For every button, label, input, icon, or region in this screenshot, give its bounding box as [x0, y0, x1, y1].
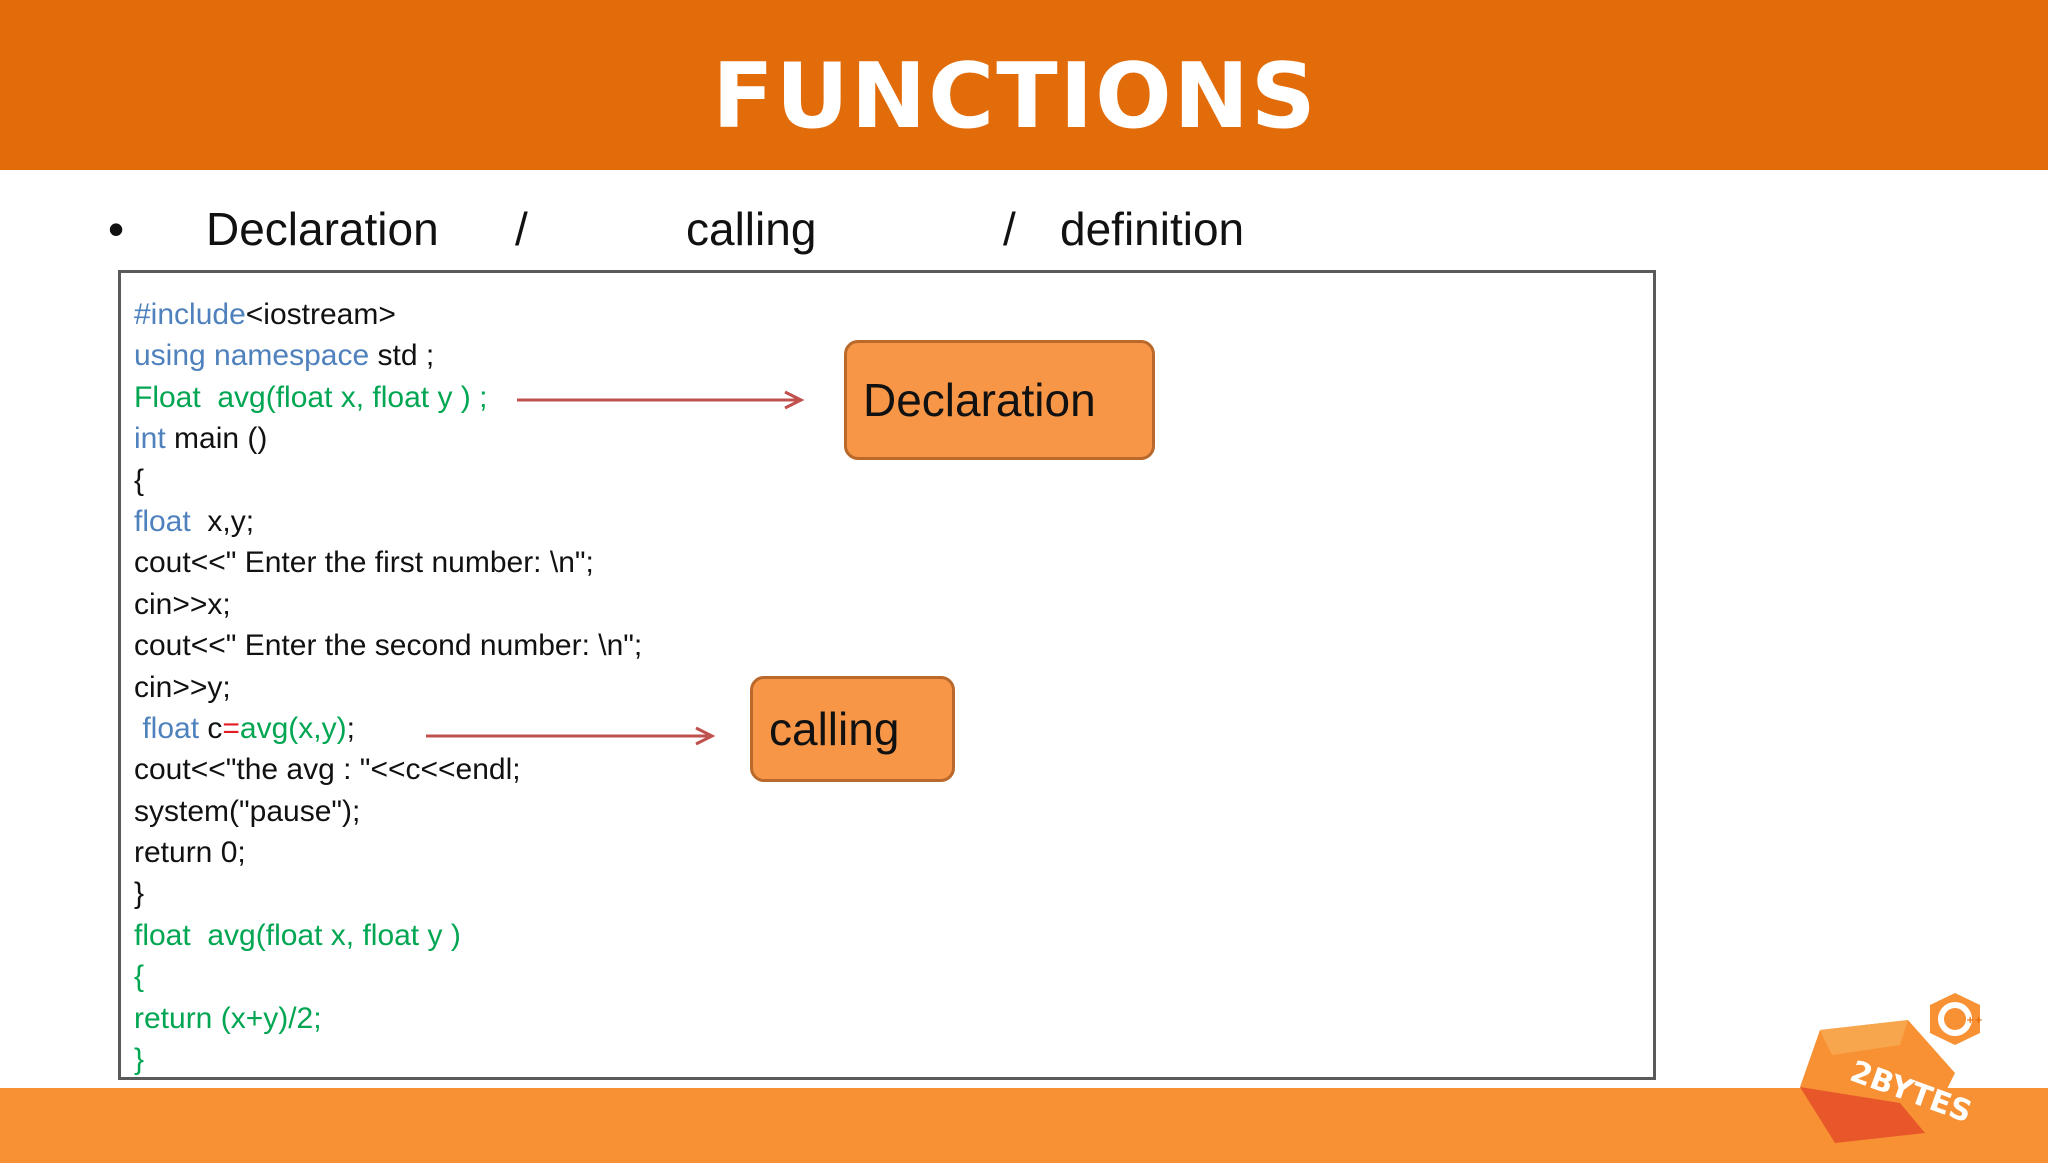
subtitle-definition: definition: [1060, 203, 1245, 255]
code-line: system("pause");: [134, 791, 642, 832]
code-token: c: [199, 711, 223, 745]
code-line: return (x+y)/2;: [134, 998, 642, 1039]
declaration-callout: Declaration: [844, 340, 1155, 460]
code-token: int: [134, 422, 166, 456]
code-line: float x,y;: [134, 501, 642, 542]
subtitle-calling: calling: [686, 203, 817, 255]
code-line: {: [134, 956, 642, 997]
code-line: int main (): [134, 418, 642, 459]
code-token: using namespace: [134, 339, 370, 373]
subtitle-separator-1: /: [515, 203, 528, 255]
subtitle-declaration: Declaration: [206, 203, 439, 255]
logo-badge-text: ++: [1966, 1015, 1983, 1026]
subtitle-separator-2: /: [1003, 203, 1016, 255]
code-line: float c=avg(x,y);: [134, 708, 642, 749]
code-line: using namespace std ;: [134, 335, 642, 376]
code-token: cout<<"the avg : "<<c<<endl;: [134, 753, 521, 787]
page-title: FUNCTIONS: [712, 44, 1318, 149]
code-line: cout<<"the avg : "<<c<<endl;: [134, 749, 642, 790]
2bytes-logo-icon: 2BYTES ++: [1800, 993, 1983, 1143]
code-token: system("pause");: [134, 794, 361, 828]
code-line: cin>>x;: [134, 584, 642, 625]
code-token: float avg(float x, float y ): [134, 918, 461, 952]
subtitle-row: • Declaration / calling / definition: [0, 202, 1500, 262]
code-token: }: [134, 877, 145, 911]
code-token: cout<<" Enter the first number: \n";: [134, 546, 594, 580]
code-line: cin>>y;: [134, 667, 642, 708]
code-line: cout<<" Enter the second number: \n";: [134, 625, 642, 666]
code-token: avg(x,y): [239, 711, 347, 745]
code-listing: #include<iostream>using namespace std ;F…: [134, 294, 642, 1080]
code-token: {: [134, 960, 145, 994]
calling-callout: calling: [750, 676, 955, 782]
code-line: }: [134, 1039, 642, 1080]
title-banner: FUNCTIONS: [0, 0, 2048, 170]
code-token: return 0;: [134, 836, 246, 870]
code-line: {: [134, 460, 642, 501]
code-line: #include<iostream>: [134, 294, 642, 335]
declaration-arrow-icon: [517, 390, 805, 410]
code-token: }: [134, 1043, 145, 1077]
calling-callout-label: calling: [769, 703, 900, 755]
code-token: cin>>y;: [134, 670, 231, 704]
declaration-callout-label: Declaration: [863, 374, 1096, 426]
code-token: main (): [165, 422, 268, 456]
code-line: Float avg(float x, float y ) ;: [134, 377, 642, 418]
code-token: <iostream>: [245, 298, 396, 331]
code-line: return 0;: [134, 832, 642, 873]
code-token: std ;: [369, 339, 435, 373]
code-line: }: [134, 873, 642, 914]
code-token: Float avg(float x, float y ) ;: [134, 380, 488, 414]
bullet: •: [108, 203, 125, 255]
code-token: =: [222, 711, 240, 745]
calling-arrow-icon: [426, 726, 716, 746]
code-token: return (x+y)/2;: [134, 1001, 322, 1035]
footer-bar: [0, 1088, 2048, 1163]
code-line: cout<<" Enter the first number: \n";: [134, 542, 642, 583]
code-token: {: [134, 463, 145, 497]
code-token: ;: [346, 711, 355, 745]
code-line: float avg(float x, float y ): [134, 915, 642, 956]
code-token: #include: [134, 298, 246, 331]
code-token: cin>>x;: [134, 587, 231, 621]
code-token: x,y;: [190, 504, 255, 538]
code-token: float: [134, 711, 200, 745]
code-token: float: [134, 504, 191, 538]
code-token: cout<<" Enter the second number: \n";: [134, 629, 643, 663]
